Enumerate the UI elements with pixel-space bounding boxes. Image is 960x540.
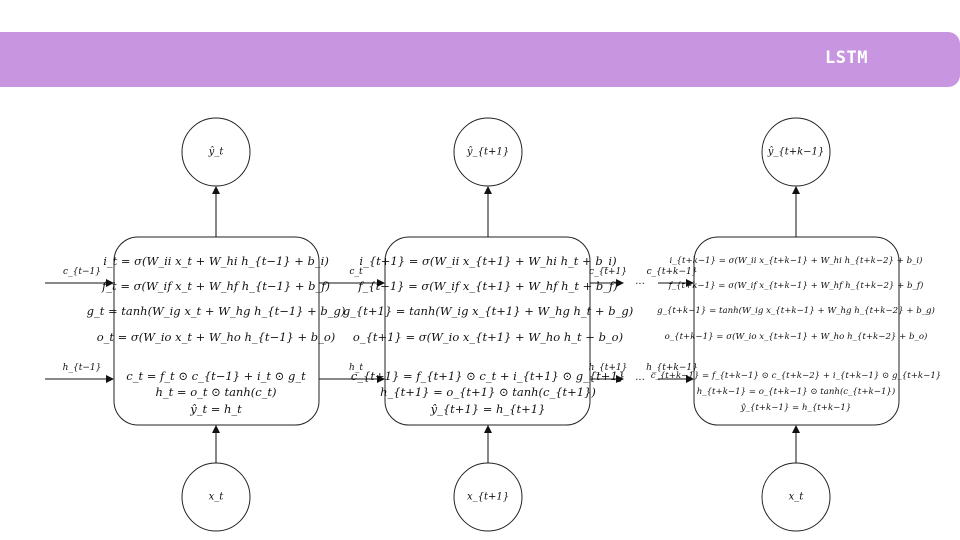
cell-tk1-input-gate: i_{t+k−1} = σ(W_ii x_{t+k−1} + W_hi h_{t… [669, 256, 923, 266]
edge-label-h-t: h_t [349, 363, 363, 373]
header-banner: LSTM [0, 32, 960, 87]
cell-t-hidden-state: h_t = o_t ⊙ tanh(c_t) [155, 385, 277, 399]
cell-t1-forget-gate: f_{t+1} = σ(W_if x_{t+1} + W_hf h_t + b_… [358, 279, 618, 293]
edge-label-h-t1: h_{t+1} [588, 363, 628, 373]
ellipsis-c: ... [635, 276, 645, 287]
cell-t1-cell-state: c_{t+1} = f_{t+1} ⊙ c_t + i_{t+1} ⊙ g_{t… [350, 369, 626, 383]
edge-label-c-tk1: c_{t+k−1} [646, 267, 698, 277]
output-label-t: ŷ_t [208, 146, 224, 158]
cell-t-output-gate: o_t = σ(W_io x_t + W_ho h_{t−1} + b_o) [96, 330, 336, 344]
cell-tk1-cell-gate: g_{t+k−1} = tanh(W_ig x_{t+k−1} + W_hg h… [657, 306, 935, 316]
cell-t1-output-gate: o_{t+1} = σ(W_io x_{t+1} + W_ho h_t + b_… [352, 330, 624, 344]
cell-t-forget-gate: f_t = σ(W_if x_t + W_hf h_{t−1} + b_f) [102, 279, 330, 293]
edge-label-c-t: c_t [349, 267, 363, 277]
edge-label-c-in: c_{t−1} [63, 267, 101, 277]
input-label-t: x_t [208, 491, 224, 503]
cell-t1-cell-gate: g_{t+1} = tanh(W_ig x_{t+1} + W_hg h_t +… [342, 304, 634, 318]
input-label-tk1: x_t [788, 491, 804, 503]
input-label-t1: x_{t+1} [466, 491, 510, 503]
cell-t-cell-state: c_t = f_t ⊙ c_{t−1} + i_t ⊙ g_t [126, 369, 306, 383]
edge-label-h-in: h_{t−1} [62, 363, 102, 373]
cell-tk1-output-gate: o_{t+k−1} = σ(W_io x_{t+k−1} + W_ho h_{t… [664, 332, 928, 342]
cell-t1-hidden-state: h_{t+1} = o_{t+1} ⊙ tanh(c_{t+1}) [380, 385, 596, 399]
cell-t-input-gate: i_t = σ(W_ii x_t + W_hi h_{t−1} + b_i) [103, 254, 329, 268]
header-title: LSTM [825, 48, 868, 68]
cell-t-cell-gate: g_t = tanh(W_ig x_t + W_hg h_{t−1} + b_g… [86, 304, 346, 318]
cell-t1-prediction: ŷ_{t+1} = h_{t+1} [430, 402, 546, 416]
cell-tk1-hidden-state: h_{t+k−1} = o_{t+k−1} ⊙ tanh(c_{t+k−1}) [696, 387, 896, 397]
cell-tk1-cell-state: c_{t+k−1} = f_{t+k−1} ⊙ c_{t+k−2} + i_{t… [650, 371, 942, 381]
edge-label-c-t1: c_{t+1} [589, 267, 627, 277]
output-label-tk1: ŷ_{t+k−1} [767, 146, 825, 158]
cell-t1-input-gate: i_{t+1} = σ(W_ii x_{t+1} + W_hi h_t + b_… [359, 254, 617, 268]
cell-t-prediction: ŷ_t = h_t [190, 402, 242, 416]
cell-tk1-prediction: ŷ_{t+k−1} = h_{t+k−1} [740, 403, 852, 413]
output-label-t1: ŷ_{t+1} [466, 146, 510, 158]
cell-tk1-forget-gate: f_{t+k−1} = σ(W_if x_{t+k−1} + W_hf h_{t… [668, 281, 924, 291]
edge-label-h-tk1: h_{t+k−1} [646, 363, 698, 373]
ellipsis-h: ... [635, 372, 645, 383]
